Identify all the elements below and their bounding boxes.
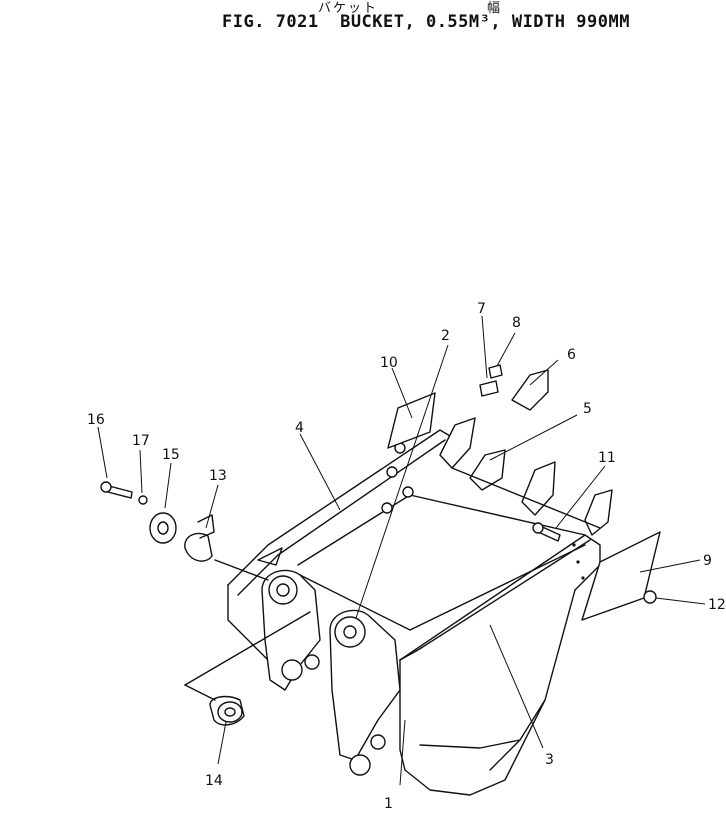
callout-16: 16 (87, 412, 105, 428)
callout-4: 4 (295, 420, 304, 436)
callout-3: 3 (545, 752, 554, 768)
callout-15: 15 (162, 447, 180, 463)
callout-5: 5 (583, 401, 592, 417)
callout-17: 17 (132, 433, 150, 449)
callout-2: 2 (441, 328, 450, 344)
japanese-caption-bucket: バケット (318, 1, 379, 16)
leader-lines (97, 315, 706, 786)
side-cutter-right (581, 531, 661, 621)
japanese-caption-width: 幅 (487, 1, 503, 16)
figure-title: FIG. 7021 BUCKET, 0.55M³, WIDTH 990MM (222, 12, 630, 32)
callout-labels: 1 2 3 4 5 6 7 8 9 10 11 12 13 14 15 16 1… (87, 301, 726, 812)
callout-10: 10 (380, 355, 398, 371)
callout-9: 9 (703, 553, 712, 569)
callout-13: 13 (209, 468, 227, 484)
pin-exploded (479, 380, 499, 397)
shim-13 (184, 532, 213, 562)
callout-11: 11 (598, 450, 616, 466)
lock-exploded (488, 364, 503, 379)
side-cutter-left (387, 392, 436, 449)
callout-14: 14 (205, 773, 223, 789)
figure-header: バケット 幅 FIG. 7021 BUCKET, 0.55M³, WIDTH 9… (0, 0, 726, 40)
callout-6: 6 (567, 347, 576, 363)
bucket-body (227, 429, 601, 796)
hinge-brackets (261, 569, 401, 776)
callout-8: 8 (512, 315, 521, 331)
callout-7: 7 (477, 301, 486, 317)
teeth-row (439, 417, 613, 536)
callout-12: 12 (708, 597, 726, 613)
callout-1: 1 (384, 796, 393, 812)
nut-12 (643, 590, 657, 604)
tooth-exploded (511, 369, 549, 411)
washer-17 (138, 495, 148, 505)
